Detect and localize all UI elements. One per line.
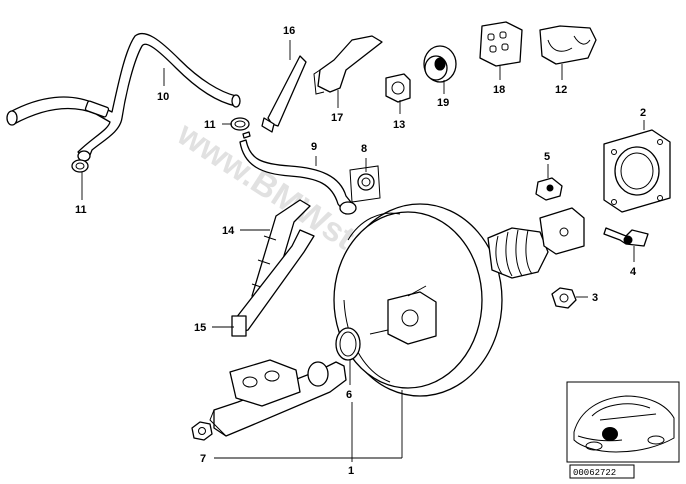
leader-lines [81, 40, 645, 462]
grommet-part-13[interactable] [385, 73, 411, 103]
callout-19: 19 [437, 97, 449, 109]
holder-part-16[interactable] [261, 55, 307, 133]
callout-11-lower: 11 [75, 204, 87, 216]
gasket-part-2[interactable] [603, 129, 671, 213]
vacuum-hose-part-10[interactable] [6, 32, 241, 162]
callout-12: 12 [555, 84, 567, 96]
callout-17: 17 [331, 112, 343, 124]
car-location-inset: 00062722 [566, 381, 680, 479]
callout-14: 14 [222, 225, 235, 237]
callout-15: 15 [194, 322, 206, 334]
callout-10: 10 [157, 91, 169, 103]
callout-7: 7 [200, 453, 206, 465]
clip-part-5[interactable] [535, 177, 563, 201]
callout-18: 18 [493, 84, 505, 96]
reference-number: 00062722 [573, 468, 616, 478]
callout-1: 1 [348, 465, 354, 477]
callout-9: 9 [311, 141, 317, 153]
callout-2: 2 [640, 107, 646, 119]
holder-part-15[interactable] [231, 229, 315, 337]
grommet-part-8[interactable] [349, 165, 381, 203]
callout-labels: 16 17 13 19 18 12 2 5 4 3 8 9 10 11 11 1… [75, 25, 646, 477]
callout-3: 3 [592, 292, 598, 304]
clip-part-12[interactable] [539, 25, 597, 65]
callout-6: 6 [346, 389, 352, 401]
o-ring-part-6[interactable] [335, 327, 361, 361]
callout-13: 13 [393, 119, 405, 131]
vacuum-line-part-9[interactable] [239, 131, 357, 215]
grommet-part-19[interactable] [423, 45, 457, 83]
hose-clamp-part-11-lower[interactable] [71, 159, 89, 173]
callout-16: 16 [283, 25, 295, 37]
hose-clamp-part-11-upper[interactable] [230, 117, 250, 131]
callout-11-upper: 11 [204, 119, 216, 131]
callout-8: 8 [361, 143, 367, 155]
nut-part-3[interactable] [551, 287, 577, 309]
holder-part-17[interactable] [313, 35, 383, 95]
callout-5: 5 [544, 151, 550, 163]
master-cylinder[interactable] [209, 359, 347, 437]
brake-booster-part-1[interactable] [333, 203, 585, 397]
pin-part-4[interactable] [603, 227, 649, 247]
callout-4: 4 [630, 266, 637, 278]
cap-part-18[interactable] [479, 21, 523, 67]
nut-part-7[interactable] [191, 421, 213, 441]
